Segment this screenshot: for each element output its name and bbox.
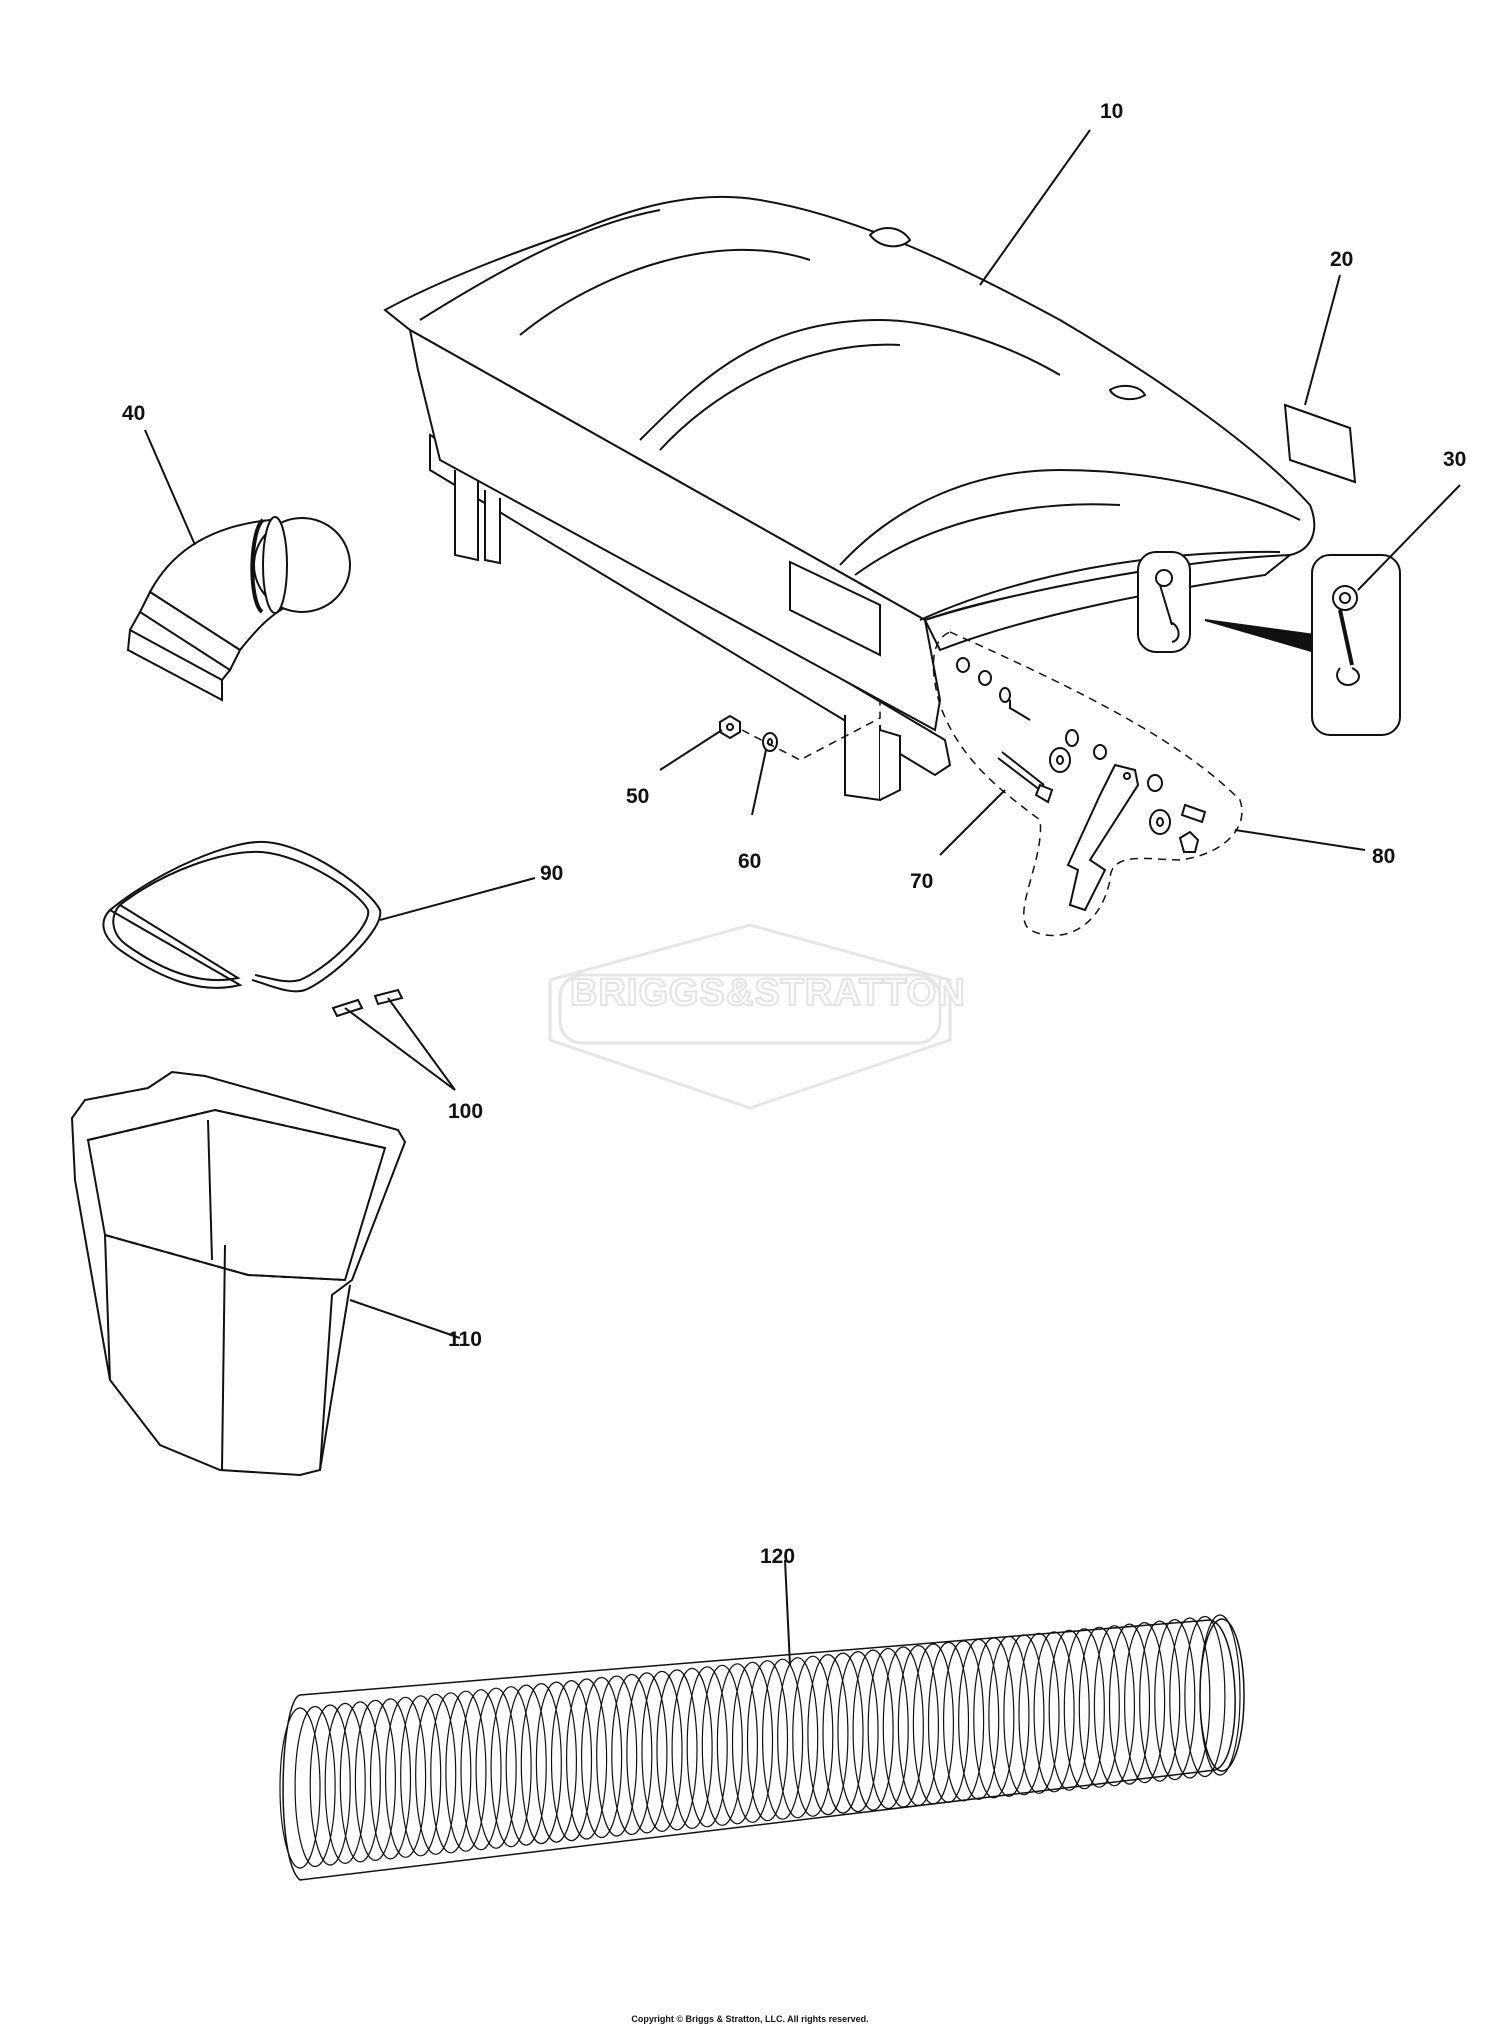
hose-coil-ring — [627, 1673, 667, 1833]
hose-coil-ring — [340, 1702, 380, 1862]
grass-bag[interactable] — [72, 1072, 405, 1475]
hose-coil-ring — [1049, 1630, 1089, 1790]
catcher-lid[interactable] — [385, 197, 1314, 800]
hose-coil-ring — [1019, 1633, 1059, 1793]
hose-coil-ring — [1200, 1615, 1240, 1775]
hose-coil-ring — [989, 1636, 1029, 1796]
copyright-notice: Copyright © Briggs & Stratton, LLC. All … — [631, 2014, 869, 2024]
hose-coil-ring — [597, 1676, 637, 1836]
part-label-50: 50 — [626, 785, 650, 808]
hose-coil-ring — [657, 1670, 697, 1830]
hose-coil-ring — [1125, 1623, 1165, 1783]
part-label-100: 100 — [448, 1100, 484, 1123]
hose-coil-ring — [521, 1684, 561, 1844]
hose-coil-ring — [355, 1700, 395, 1860]
hose-coil-ring — [371, 1699, 411, 1859]
bracket-hardware-kit[interactable] — [933, 632, 1242, 936]
hose-coil-ring — [642, 1671, 682, 1831]
hose-coil-ring — [461, 1690, 501, 1850]
part-label-80: 80 — [1372, 845, 1396, 868]
hose-coil-ring — [582, 1678, 622, 1838]
hose-coil-ring — [763, 1659, 803, 1819]
hose-coil-ring — [898, 1646, 938, 1806]
hose-coil-ring — [929, 1642, 969, 1802]
watermark-logo — [550, 925, 950, 1108]
hose-coil-ring — [883, 1647, 923, 1807]
discharge-elbow[interactable] — [128, 517, 350, 700]
watermark-text: BRIGGS&STRATTON — [569, 971, 966, 1015]
hose-coil-ring — [431, 1693, 471, 1853]
hose-coil-ring — [476, 1688, 516, 1848]
hose-coil-ring — [1170, 1618, 1210, 1778]
hose-coil-ring — [944, 1641, 984, 1801]
hose-coil-ring — [280, 1708, 320, 1868]
part-label-10: 10 — [1100, 100, 1124, 123]
hose-coil-ring — [325, 1703, 365, 1863]
hose-coil-ring — [446, 1691, 486, 1851]
hose-coil-ring — [778, 1658, 818, 1818]
hose-coil-ring — [748, 1661, 788, 1821]
hose-coil-ring — [793, 1656, 833, 1816]
hose-coil-ring — [567, 1679, 607, 1839]
bolt[interactable] — [998, 752, 1052, 802]
hose-coil-ring — [1140, 1621, 1180, 1781]
hose-coil-ring — [386, 1697, 426, 1857]
leader-lines — [145, 130, 1460, 1665]
part-label-60: 60 — [738, 850, 762, 873]
part-label-90: 90 — [540, 862, 564, 885]
part-label-120: 120 — [760, 1545, 796, 1568]
hose-coil-ring — [733, 1662, 773, 1822]
hose-coils — [280, 1615, 1240, 1868]
hose-coil-ring — [1094, 1626, 1134, 1786]
hose-coil-ring — [1004, 1635, 1044, 1795]
hose-coil-ring — [672, 1668, 712, 1828]
hose-coil-ring — [1034, 1632, 1074, 1792]
hose-coil-ring — [491, 1687, 531, 1847]
hardware-dashed-path — [742, 700, 880, 760]
hose-coil-ring — [401, 1696, 441, 1856]
nut[interactable] — [720, 716, 740, 738]
hose-coil-ring — [310, 1705, 350, 1865]
hose-coil-ring — [808, 1655, 848, 1815]
hose-coil-ring — [687, 1667, 727, 1827]
hose-coil-ring — [853, 1650, 893, 1810]
hose-coil-ring — [823, 1653, 863, 1813]
hose-coil-ring — [702, 1665, 742, 1825]
hose-coil-ring — [506, 1685, 546, 1845]
hose-coil-ring — [838, 1652, 878, 1812]
part-label-20: 20 — [1330, 248, 1354, 271]
hose-coil-ring — [913, 1644, 953, 1804]
hose-coil-ring — [1185, 1617, 1225, 1777]
hose-coil-ring — [868, 1649, 908, 1809]
part-label-30: 30 — [1443, 448, 1467, 471]
hose-coil-ring — [1064, 1629, 1104, 1789]
hose-coil-ring — [1110, 1624, 1150, 1784]
hose-coil-ring — [612, 1675, 652, 1835]
part-label-40: 40 — [122, 402, 146, 425]
hose-coil-ring — [1079, 1627, 1119, 1787]
part-label-70: 70 — [910, 870, 934, 893]
connector-pins[interactable] — [333, 990, 402, 1016]
decal[interactable] — [1285, 405, 1355, 482]
hose-coil-ring — [974, 1638, 1014, 1798]
hose-coil-ring — [959, 1639, 999, 1799]
hose-coil-ring — [1155, 1620, 1195, 1780]
latch-assembly[interactable] — [1138, 552, 1400, 735]
hose-coil-ring — [536, 1682, 576, 1842]
washer[interactable] — [763, 733, 777, 751]
hose-coil-ring — [717, 1664, 757, 1824]
bag-frame[interactable] — [103, 842, 380, 991]
hose-coil-ring — [416, 1694, 456, 1854]
part-label-110: 110 — [448, 1328, 482, 1351]
hose-coil-ring — [552, 1681, 592, 1841]
hose-coil-ring — [295, 1707, 335, 1867]
